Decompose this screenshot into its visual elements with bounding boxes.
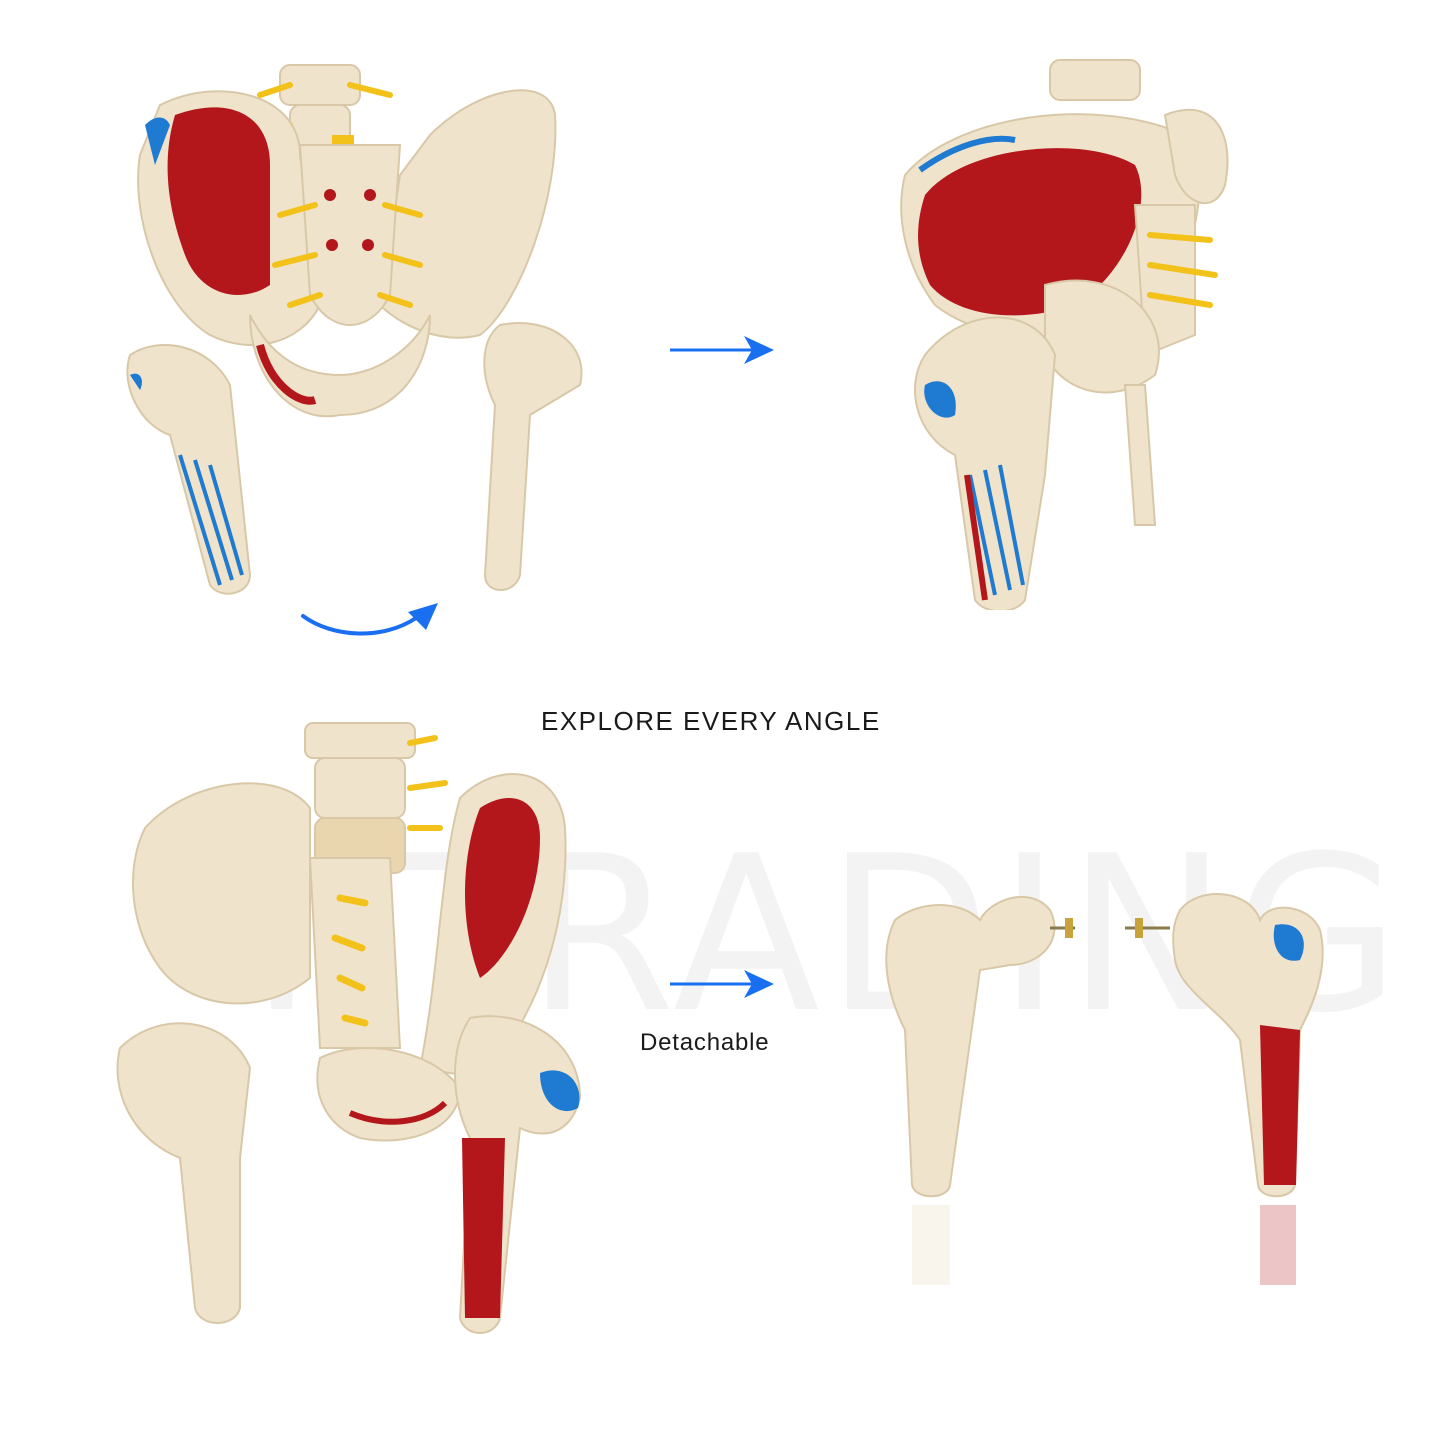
- detachable-caption: Detachable: [640, 1029, 770, 1056]
- pelvis-front-view-image: [126, 64, 583, 595]
- headline-caption: EXPLORE EVERY ANGLE: [541, 706, 881, 736]
- pelvis-rotated-view-image: [900, 59, 1229, 610]
- pelvis-oblique-view-image: [116, 722, 582, 1334]
- detached-femurs-image: [885, 893, 1324, 1285]
- right-arrow-icon: [670, 336, 774, 364]
- curved-arrow-icon: [301, 603, 438, 636]
- right-arrow-icon: [670, 970, 774, 998]
